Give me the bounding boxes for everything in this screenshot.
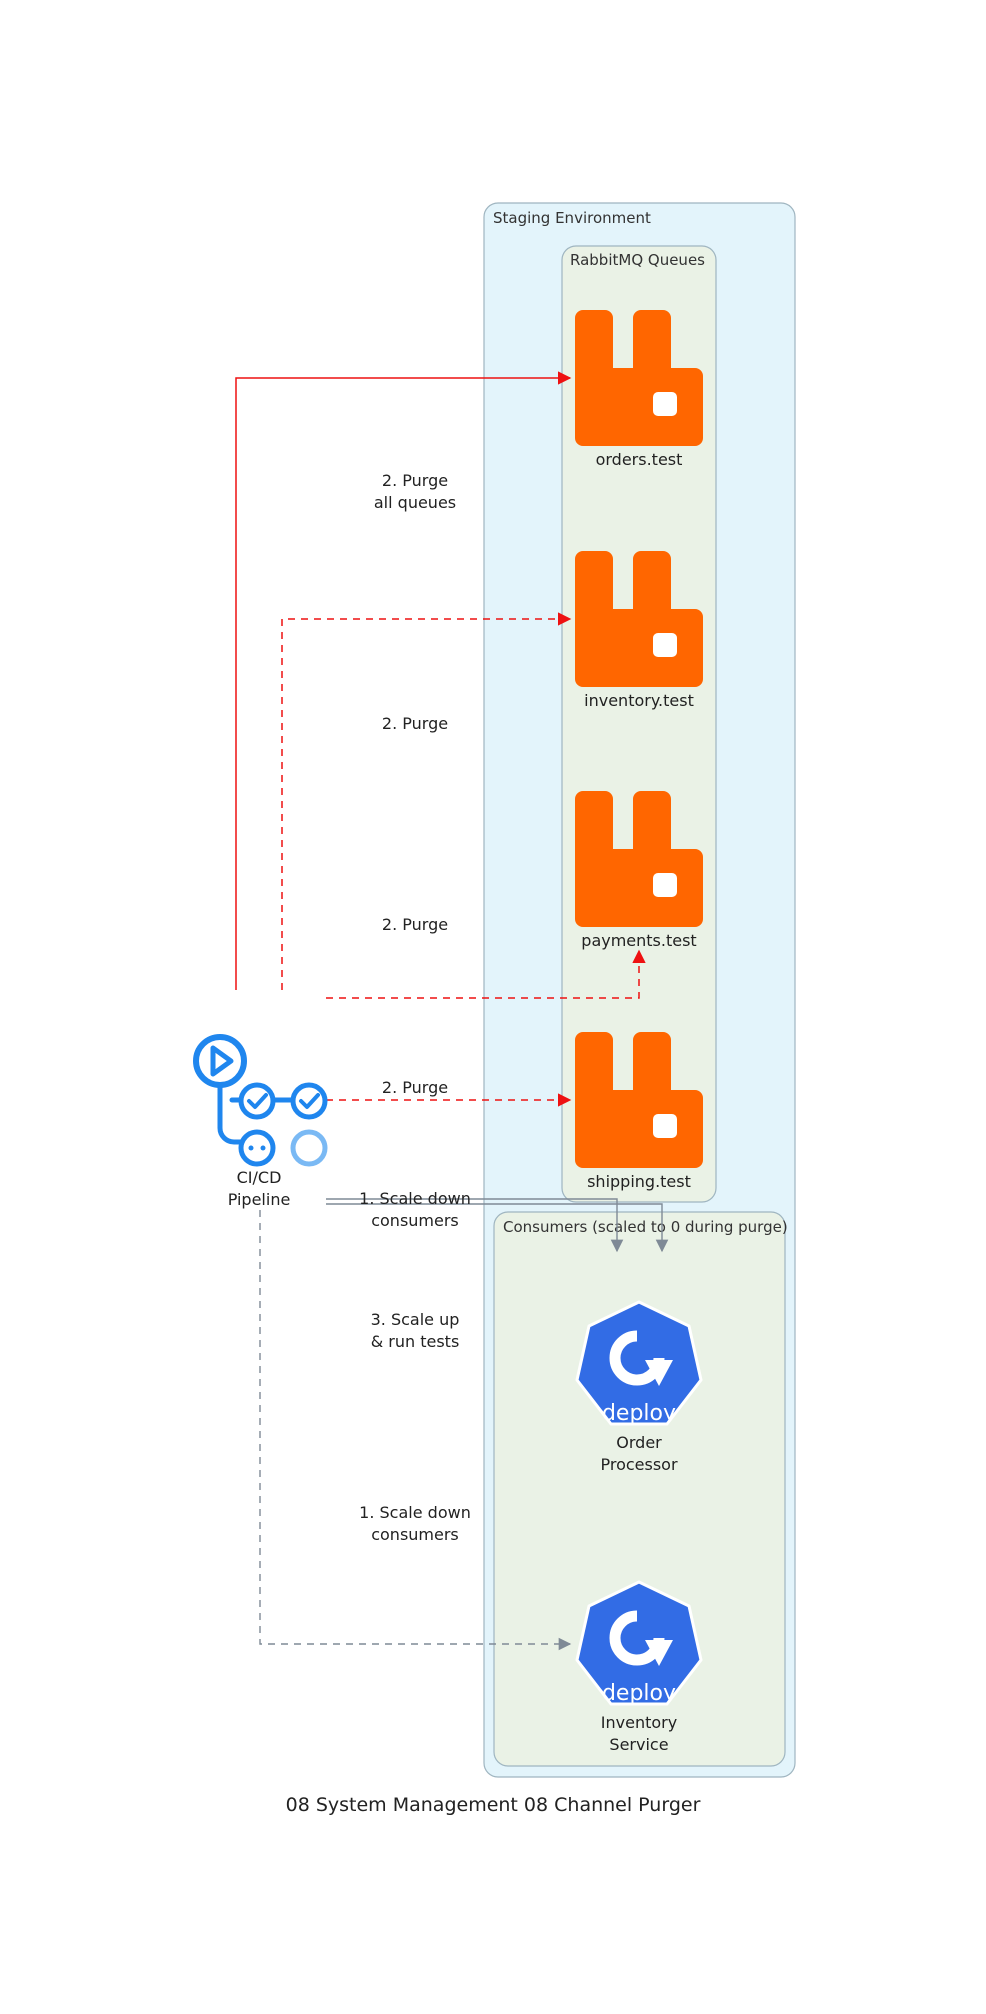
deploy-icon-text: deploy [602,1681,676,1706]
gitlab-ci-pipeline-icon [193,1034,328,1167]
rabbitmq-queues-label: RabbitMQ Queues [570,251,705,269]
diagram-title: 08 System Management 08 Channel Purger [286,1794,701,1816]
edge-label-purge-payments: 2. Purge [382,915,448,934]
queue-node-orders[interactable]: orders.test [575,310,703,469]
queue-label-inventory: inventory.test [584,691,694,710]
queue-label-shipping: shipping.test [587,1172,691,1191]
queue-label-payments: payments.test [581,931,696,950]
edge-label-scale-down-bottom-2: consumers [371,1525,459,1544]
queue-label-orders: orders.test [596,450,683,469]
queue-node-inventory[interactable]: inventory.test [575,551,703,710]
edge-label-purge-shipping: 2. Purge [382,1078,448,1097]
deployment-node-order-processor[interactable]: deploy Order Processor [577,1302,701,1474]
queue-node-shipping[interactable]: shipping.test [575,1032,703,1191]
edge-purge-payments [326,949,646,999]
queue-node-payments[interactable]: payments.test [575,791,703,950]
deployment-label-order-processor-2: Processor [600,1455,677,1474]
consumers-cluster-label: Consumers (scaled to 0 during purge) [503,1218,788,1236]
edge-label-scale-down-top-2: consumers [371,1211,459,1230]
pipeline-label-2: Pipeline [228,1190,291,1209]
edge-scale-down-top [326,1198,624,1253]
consumers-cluster [493,1211,786,1767]
edge-label-scale-up-2: & run tests [371,1332,460,1351]
pipeline-label: CI/CD [237,1168,282,1187]
deployment-node-inventory-service[interactable]: deploy Inventory Service [577,1582,701,1754]
edge-label-scale-down-bottom: 1. Scale down [359,1503,471,1522]
edge-label-purge-inventory: 2. Purge [382,714,448,733]
deployment-label-inventory-service: Inventory [601,1713,677,1732]
edge-label-purge-all: 2. Purge [382,471,448,490]
edge-scale-down-bottom [259,1210,572,1651]
edge-scale-up [326,1203,669,1253]
staging-environment-label: Staging Environment [493,209,651,227]
deploy-icon-text: deploy [602,1401,676,1426]
deployment-label-order-processor: Order [616,1433,662,1452]
edge-purge-all-queues [235,371,572,990]
edge-label-scale-up: 3. Scale up [371,1310,460,1329]
edge-label-scale-down-top: 1. Scale down [359,1189,471,1208]
rabbitmq-queues-cluster [561,245,717,1203]
deployment-label-inventory-service-2: Service [609,1735,668,1754]
edge-purge-inventory [281,612,572,990]
pipeline-node[interactable]: CI/CD Pipeline [193,1034,328,1209]
edge-label-purge-all-2: all queues [374,493,456,512]
